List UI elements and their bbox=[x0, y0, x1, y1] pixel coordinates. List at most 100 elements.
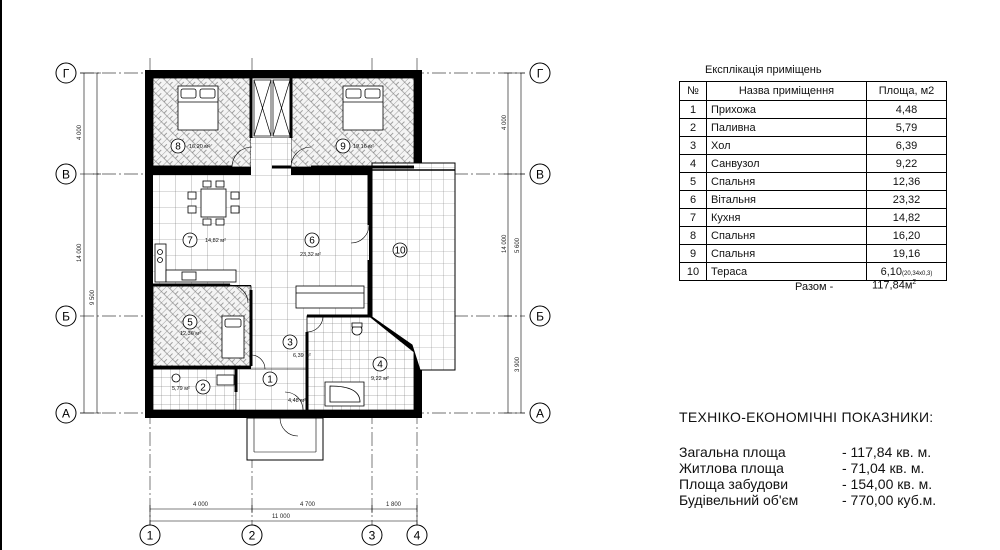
room-number: 8 bbox=[175, 142, 181, 153]
room-name: Хол bbox=[706, 136, 867, 155]
axis-label: А bbox=[62, 407, 70, 421]
dimension-label: 5 600 bbox=[515, 237, 521, 253]
indicator-label: Площа забудови bbox=[679, 476, 789, 492]
total-value: 117,84м2 bbox=[872, 279, 916, 292]
area-value: 12,36 bbox=[892, 175, 921, 188]
room-area: 4,48 bbox=[866, 100, 947, 119]
room-no: 3 bbox=[679, 136, 707, 155]
indicator-value: - 117,84 кв. м. bbox=[842, 444, 932, 460]
area-value: 23,32 bbox=[892, 193, 921, 206]
dimension-label: 3 900 bbox=[515, 356, 521, 372]
room-name: Спальня bbox=[706, 172, 867, 191]
room-area: 6,10(20,34х0,3) bbox=[866, 262, 947, 281]
room-name: Санвузол bbox=[706, 154, 867, 173]
indicator-row: Житлова площа- 71,04 кв. м. bbox=[679, 460, 924, 476]
indicator-row: Будівельний об'єм - 770,00 куб.м. bbox=[679, 492, 936, 508]
room-area: 19,16 bbox=[866, 244, 947, 263]
dimension-label: 1 800 bbox=[386, 502, 402, 508]
room-name: Спальня bbox=[706, 244, 867, 263]
bed-icon bbox=[177, 85, 219, 131]
area-value: 14,82 bbox=[892, 211, 921, 224]
dimension-label: 9 500 bbox=[90, 289, 96, 305]
indicator-row: Загальна площа - 117,84 кв. м. bbox=[679, 444, 931, 460]
indicator-value: - 154,00 кв. м. bbox=[842, 476, 933, 492]
header-name: Назва приміщення bbox=[706, 81, 867, 101]
explication-title: Експлікація приміщень bbox=[705, 64, 822, 76]
header-area: Площа, м2 bbox=[866, 81, 947, 101]
room-no: 4 bbox=[679, 154, 707, 173]
room-area: 4,48 м² bbox=[288, 398, 306, 404]
axis-label: Б bbox=[536, 310, 544, 324]
room-area: 9,22 м² bbox=[371, 376, 389, 382]
room-area: 16,20 bbox=[866, 226, 947, 245]
room-number: 2 bbox=[200, 383, 206, 394]
total-label: Разом - bbox=[795, 281, 834, 293]
bed-icon bbox=[342, 85, 384, 131]
room-name: Паливна bbox=[706, 118, 867, 137]
room-area: 14,82 bbox=[866, 208, 947, 227]
dimension-label: 14 000 bbox=[77, 243, 83, 262]
room-area: 14,82 м² bbox=[205, 238, 226, 244]
kitchen-counter-icon bbox=[154, 243, 237, 283]
axis-label: А bbox=[536, 407, 544, 421]
axis-label: 1 bbox=[147, 529, 154, 543]
indicator-label: Загальна площа bbox=[679, 444, 786, 460]
area-value: 9,22 bbox=[895, 157, 918, 170]
room-area: 12,36 м² bbox=[180, 331, 201, 337]
indicator-row: Площа забудови - 154,00 кв. м. bbox=[679, 476, 932, 492]
room-number: 10 bbox=[394, 246, 406, 257]
room-area: 6,39 bbox=[866, 136, 947, 155]
area-value: 16,20 bbox=[892, 229, 921, 242]
room-number: 5 bbox=[187, 318, 193, 329]
area-note: (20,34х0,3) bbox=[902, 270, 933, 277]
total-unit-sup: 2 bbox=[912, 279, 917, 286]
room-no: 7 bbox=[679, 208, 707, 227]
axis-label: Б bbox=[62, 310, 70, 324]
room-name: Вітальня bbox=[706, 190, 867, 209]
table-header-row: № Назва приміщення Площа, м2 bbox=[679, 81, 947, 101]
area-value: 6,39 bbox=[895, 139, 918, 152]
area-value: 5,79 bbox=[895, 121, 918, 134]
axis-label: 4 bbox=[414, 529, 421, 543]
room-no: 5 bbox=[679, 172, 707, 191]
room-no: 2 bbox=[679, 118, 707, 137]
entrance-porch bbox=[246, 417, 324, 461]
bed-icon bbox=[221, 315, 245, 359]
room-number: 1 bbox=[267, 375, 273, 386]
total-number: 117,84м bbox=[872, 279, 913, 292]
dimension-label: 4 000 bbox=[193, 502, 209, 508]
indicators-title: ТЕХНІКО-ЕКОНОМІЧНІ ПОКАЗНИКИ: bbox=[679, 409, 934, 425]
axis-label: Г bbox=[537, 67, 544, 81]
area-value: 6,10 bbox=[880, 265, 903, 278]
room-area: 5,79 м² bbox=[172, 386, 190, 392]
room-area: 9,22 bbox=[866, 154, 947, 173]
indicator-label: Житлова площа bbox=[679, 460, 784, 476]
room-area: 23,32 м² bbox=[300, 252, 321, 258]
room-number: 7 bbox=[187, 236, 193, 247]
indicator-label: Будівельний об'єм bbox=[679, 492, 799, 508]
indicator-value: - 770,00 куб.м. bbox=[842, 492, 937, 508]
room-name: Прихожа bbox=[706, 100, 867, 119]
room-area: 12,36 bbox=[866, 172, 947, 191]
header-no: № bbox=[679, 81, 707, 101]
room-area: 6,39 м² bbox=[293, 353, 311, 359]
room-number: 4 bbox=[377, 360, 383, 371]
area-value: 19,16 bbox=[892, 247, 921, 260]
room-no: 6 bbox=[679, 190, 707, 209]
room-no: 10 bbox=[679, 262, 707, 281]
area-value: 4,48 bbox=[895, 103, 918, 116]
room-name: Тераса bbox=[706, 262, 867, 281]
dimension-label: 4 000 bbox=[77, 124, 83, 140]
room-area: 16,20 м² bbox=[189, 144, 210, 150]
bathtub-icon bbox=[324, 322, 365, 407]
room-area: 5,79 bbox=[866, 118, 947, 137]
axis-label: В bbox=[62, 168, 70, 182]
